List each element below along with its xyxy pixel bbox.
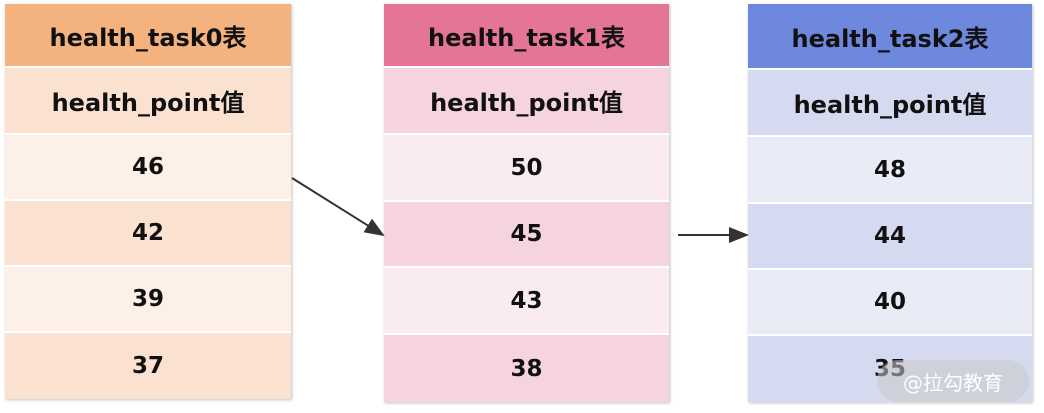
table-title: health_task0表 [5,4,291,68]
table-row: 40 [748,270,1032,336]
table-row: 50 [384,135,669,202]
column-header: health_point值 [748,70,1032,137]
arrow-table0-to-table1 [291,177,385,237]
table-title: health_task1表 [384,4,669,68]
table-title: health_task2表 [748,4,1032,70]
watermark-badge: @拉勾教育 [877,360,1029,402]
table-row: 38 [384,335,669,402]
table-row: 48 [748,137,1032,204]
column-header: health_point值 [384,68,669,135]
table-row: 42 [5,201,291,267]
table-row: 43 [384,268,669,335]
table-row: 37 [5,333,291,399]
health-task2-table: health_task2表 health_point值 48 44 40 35 [748,4,1032,402]
table-row: 44 [748,204,1032,270]
column-header: health_point值 [5,68,291,135]
health-task0-table: health_task0表 health_point值 46 42 39 37 [5,4,291,399]
table-row: 39 [5,267,291,333]
health-task1-table: health_task1表 health_point值 50 45 43 38 [384,4,669,402]
table-row: 45 [384,202,669,268]
table-row: 46 [5,135,291,201]
